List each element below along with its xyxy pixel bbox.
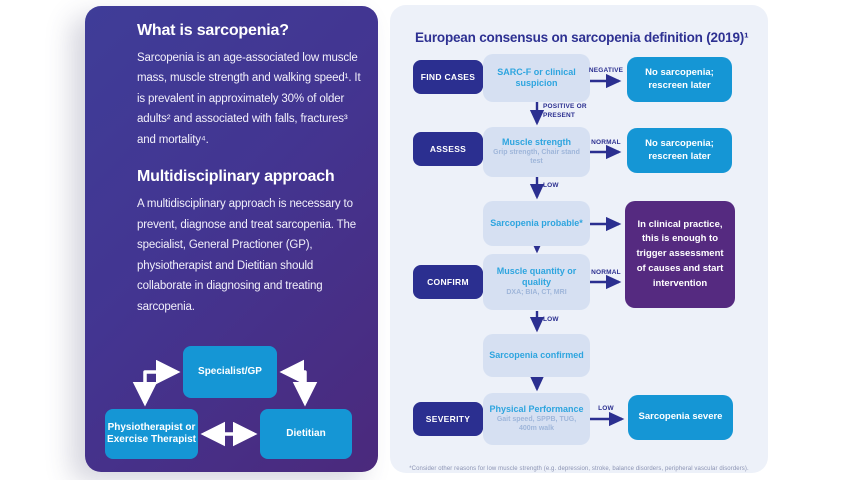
step-sarcopenia-confirmed-title: Sarcopenia confirmed bbox=[489, 350, 584, 361]
step-muscle-quantity-box: Muscle quantity or quality DXA; BIA, CT,… bbox=[483, 254, 590, 310]
specialist-physio-arrow bbox=[132, 359, 181, 407]
stage-severity: SEVERITY bbox=[413, 402, 496, 436]
flowchart-title: European consensus on sarcopenia definit… bbox=[415, 30, 749, 46]
what-is-sarcopenia-body: Sarcopenia is an age-associated low musc… bbox=[137, 52, 361, 146]
multidisciplinary-body: A multidisciplinary approach is necessar… bbox=[137, 198, 357, 313]
step-muscle-strength-box: Muscle strength Grip strength, Chair sta… bbox=[483, 127, 590, 177]
step-muscle-quantity-subtext: DXA; BIA, CT, MRI bbox=[506, 288, 567, 296]
step-sarcf-title: SARC-F or clinical suspicion bbox=[497, 67, 576, 88]
step-sarcopenia-probable-box: Sarcopenia probable* bbox=[483, 201, 590, 246]
stage-find-cases-label: FIND CASES bbox=[420, 72, 476, 82]
stage-confirm-label: CONFIRM bbox=[427, 277, 469, 287]
step-sarcf-box: SARC-F or clinical suspicion bbox=[483, 54, 590, 102]
edge-label-normal-2: NORMAL bbox=[591, 269, 621, 276]
stage-severity-label: SEVERITY bbox=[425, 414, 471, 424]
outcome-sarcopenia-severe: Sarcopenia severe bbox=[628, 395, 733, 440]
info-panel-content: What is sarcopenia? Sarcopenia is an age… bbox=[137, 22, 365, 335]
stage-confirm: CONFIRM bbox=[413, 265, 496, 299]
step-sarcopenia-probable-title: Sarcopenia probable* bbox=[490, 218, 583, 229]
step-physical-performance-box: Physical Performance Gait speed, SPPB, T… bbox=[483, 393, 590, 445]
edge-label-negative: NEGATIVE bbox=[588, 67, 624, 74]
care-team-arrows bbox=[132, 359, 318, 447]
edge-label-positive-or-present: POSITIVE OR PRESENT bbox=[543, 103, 587, 119]
step-physical-performance-title: Physical Performance bbox=[489, 404, 584, 415]
stage-assess-label: ASSESS bbox=[429, 144, 467, 154]
multidisciplinary-heading: Multidisciplinary approach bbox=[137, 168, 335, 186]
specialist-dietitian-arrow bbox=[279, 359, 318, 407]
sarcopenia-info-panel: What is sarcopenia? Sarcopenia is an age… bbox=[85, 6, 378, 472]
what-is-sarcopenia-heading: What is sarcopenia? bbox=[137, 22, 289, 39]
edge-label-low-1: LOW bbox=[543, 182, 559, 189]
outcome-no-sarcopenia-1: No sarcopenia; rescreen later bbox=[627, 57, 732, 102]
step-muscle-strength-title: Muscle strength bbox=[501, 137, 571, 148]
edge-label-normal-1: NORMAL bbox=[591, 139, 621, 146]
step-sarcopenia-confirmed-box: Sarcopenia confirmed bbox=[483, 334, 590, 377]
consensus-flowchart-panel: European consensus on sarcopenia definit… bbox=[390, 5, 768, 473]
outcome-clinical-practice: In clinical practice, this is enough to … bbox=[625, 201, 735, 308]
dietitian-box: Dietitian bbox=[260, 409, 352, 459]
flowchart-arrows bbox=[529, 73, 625, 427]
edge-label-low-2: LOW bbox=[543, 316, 559, 323]
edge-label-low-3: LOW bbox=[598, 405, 614, 412]
flowchart-footnote: *Consider other reasons for low muscle s… bbox=[409, 466, 749, 472]
specialist-gp-box: Specialist/GP bbox=[183, 346, 277, 398]
stage-assess: ASSESS bbox=[413, 132, 496, 166]
step-muscle-strength-subtext: Grip strength, Chair stand test bbox=[493, 149, 580, 165]
step-muscle-quantity-title: Muscle quantity or quality bbox=[496, 266, 577, 288]
outcome-no-sarcopenia-2: No sarcopenia; rescreen later bbox=[627, 128, 732, 173]
physiotherapist-box: Physiotherapist or Exercise Therapist bbox=[105, 409, 198, 459]
stage-find-cases: FIND CASES bbox=[413, 60, 496, 94]
step-physical-performance-subtext: Gait speed, SPPB, TUG, 400m walk bbox=[496, 416, 577, 432]
care-team-diagram: Specialist/GP Physiotherapist or Exercis… bbox=[85, 336, 378, 472]
